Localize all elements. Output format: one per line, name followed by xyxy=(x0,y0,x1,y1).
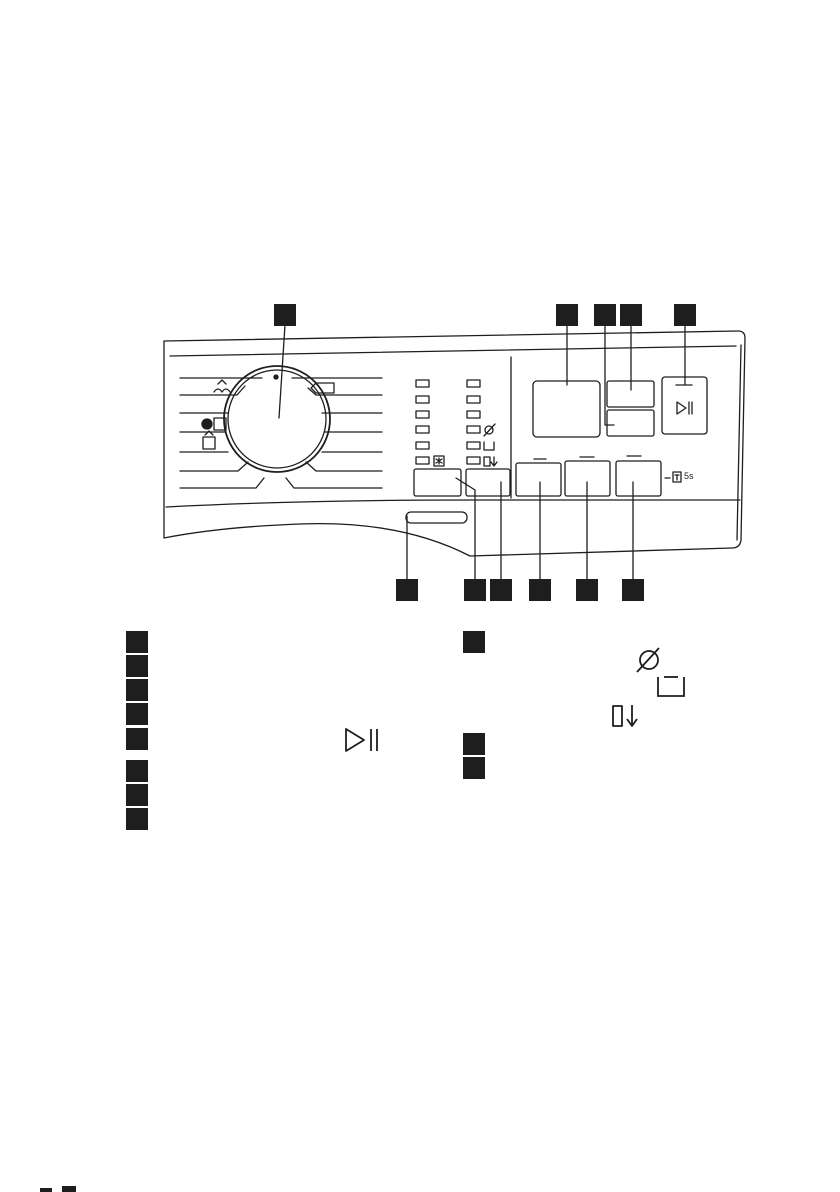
legend-left-badge xyxy=(126,808,148,830)
lower-small-button xyxy=(607,410,654,436)
temp-button-shape xyxy=(516,463,561,496)
start-pause-panel-icon xyxy=(677,402,692,414)
footer-mark-2 xyxy=(62,1186,76,1192)
callout-badge-start-pause xyxy=(674,304,696,326)
panel-right-bevel xyxy=(737,345,741,540)
legend-right-badge xyxy=(463,631,485,653)
steam-icon xyxy=(434,456,444,466)
legend-left-badge xyxy=(126,728,148,750)
start-pause-icon xyxy=(342,725,386,757)
child-lock-duration: 5s xyxy=(684,471,694,481)
option-button-1 xyxy=(414,469,461,496)
callout-badge-display xyxy=(556,304,578,326)
option-button-2 xyxy=(466,469,510,496)
display-window xyxy=(533,381,600,437)
program-line-right-7 xyxy=(286,478,382,488)
delay-button-shape xyxy=(616,461,661,496)
indicator-column-right xyxy=(467,380,480,464)
callout-badge-second-option-button xyxy=(490,579,512,601)
wool-icon xyxy=(202,418,226,430)
dial-indicator-dot xyxy=(274,375,278,379)
callout-badge-upper-small-left xyxy=(594,304,616,326)
program-line-left-7 xyxy=(180,478,264,488)
drain-icon xyxy=(610,702,644,730)
callout-badge-delay-button xyxy=(622,579,644,601)
drain-panel-icon xyxy=(484,457,497,466)
callout-badge-upper-small-right xyxy=(620,304,642,326)
legend-left-badge xyxy=(126,760,148,782)
indicator-column-left xyxy=(416,380,429,464)
callout-badge-drawer-handle xyxy=(396,579,418,601)
callout-badge-dial xyxy=(274,304,296,326)
legend-left-badge xyxy=(126,703,148,725)
drawer-handle-shape xyxy=(406,512,467,523)
program-dial xyxy=(224,366,330,472)
legend-right-badge xyxy=(463,733,485,755)
panel-lower-line xyxy=(166,500,740,507)
delicate-rinse-icon xyxy=(214,380,230,392)
panel-top-inner-line xyxy=(170,346,736,356)
program-dial-ring xyxy=(228,370,326,468)
no-spin-icon xyxy=(632,644,664,676)
callout-badge-temp-button xyxy=(529,579,551,601)
program-line-left-6 xyxy=(180,462,248,471)
panel-outline xyxy=(164,331,745,556)
legend-left-badge xyxy=(126,784,148,806)
callout-badge-spin-button xyxy=(576,579,598,601)
rinse-hold-panel-icon xyxy=(484,442,494,450)
callout-badge-left-option-button xyxy=(464,579,486,601)
child-lock-icon xyxy=(665,472,681,482)
rinse-hold-icon xyxy=(654,674,688,700)
anti-allergy-icon xyxy=(203,431,215,449)
legend-left-badge xyxy=(126,679,148,701)
footer-mark-1 xyxy=(40,1188,52,1192)
legend-right-badge xyxy=(463,757,485,779)
program-line-right-6 xyxy=(306,462,382,471)
no-spin-panel-icon xyxy=(484,424,495,436)
legend-left-badge xyxy=(126,655,148,677)
legend-left-badge xyxy=(126,631,148,653)
